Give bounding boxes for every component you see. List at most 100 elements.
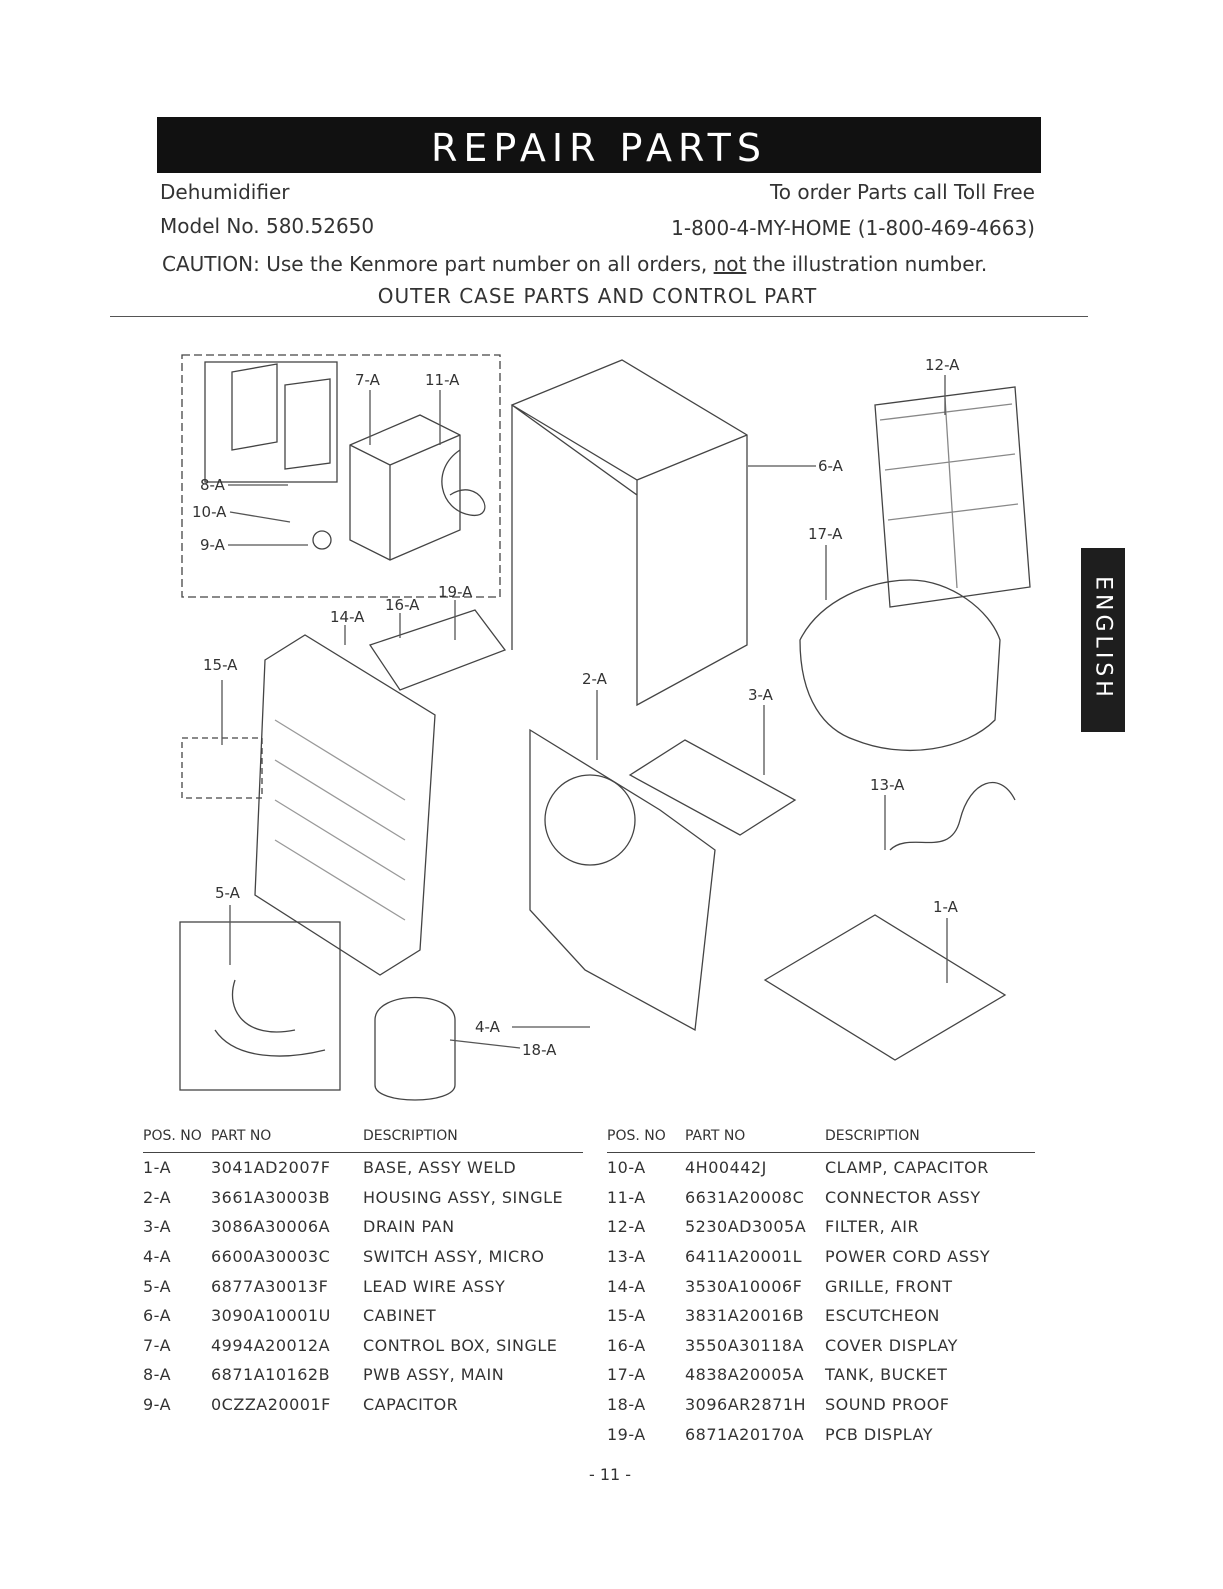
table-row: 11-A 6631A20008C CONNECTOR ASSY <box>607 1183 1035 1213</box>
part-cell: 6877A30013F <box>211 1276 329 1296</box>
capacitor-drawing <box>312 530 332 550</box>
table-row: 19-A 6871A20170A PCB DISPLAY <box>607 1419 1035 1449</box>
table-row: 12-A 5230AD3005A FILTER, AIR <box>607 1212 1035 1242</box>
order-line-2: 1-800-4-MY-HOME (1-800-469-4663) <box>671 216 1035 240</box>
tank-bucket-drawing <box>799 579 1001 751</box>
pos-cell: 9-A <box>143 1395 172 1415</box>
desc-cell: PWB ASSY, MAIN <box>363 1365 505 1385</box>
control-box-drawing <box>349 414 461 561</box>
pos-cell: 19-A <box>607 1424 646 1444</box>
table-row: 10-A 4H00442J CLAMP, CAPACITOR <box>607 1153 1035 1183</box>
header-rule <box>110 316 1088 317</box>
callout-15-a: 15-A <box>203 656 238 674</box>
pos-cell: 8-A <box>143 1365 172 1385</box>
power-cord-drawing <box>889 782 1016 851</box>
callout-11-a: 11-A <box>425 371 460 389</box>
pos-cell: 12-A <box>607 1217 646 1237</box>
desc-cell: LEAD WIRE ASSY <box>363 1276 506 1296</box>
part-cell: 3041AD2007F <box>211 1158 331 1178</box>
part-cell: 3831A20016B <box>685 1306 805 1326</box>
base-drawing <box>763 914 1007 1061</box>
pos-cell: 18-A <box>607 1395 646 1415</box>
callout-17-a: 17-A <box>808 525 843 543</box>
parts-table-left: POS. NO PART NO DESCRIPTION 1-A 3041AD200… <box>143 1128 583 1419</box>
pos-cell: 13-A <box>607 1247 646 1267</box>
page-title: REPAIR PARTS <box>430 126 768 170</box>
cabinet-drawing <box>510 359 748 707</box>
air-filter-drawing <box>874 386 1031 608</box>
pos-cell: 10-A <box>607 1158 646 1178</box>
callout-13-a: 13-A <box>870 776 905 794</box>
section-title: OUTER CASE PARTS AND CONTROL PART <box>377 284 818 308</box>
pos-cell: 11-A <box>607 1187 646 1207</box>
desc-cell: CONNECTOR ASSY <box>825 1187 981 1207</box>
pos-cell: 1-A <box>143 1158 172 1178</box>
part-cell: 3086A30006A <box>211 1217 331 1237</box>
desc-cell: BASE, ASSY WELD <box>363 1158 517 1178</box>
desc-cell: PCB DISPLAY <box>825 1424 933 1444</box>
part-cell: 6631A20008C <box>685 1187 805 1207</box>
part-cell: 6600A30003C <box>211 1247 331 1267</box>
callout-5-a: 5-A <box>215 884 241 902</box>
part-cell: 4H00442J <box>685 1158 767 1178</box>
part-cell: 0CZZA20001F <box>211 1395 331 1415</box>
pos-cell: 3-A <box>143 1217 172 1237</box>
col-header-desc: DESCRIPTION <box>363 1128 583 1153</box>
lead-wire-drawing <box>214 979 326 1057</box>
sound-proof-drawing <box>374 996 456 1101</box>
lead-wire-inset <box>179 921 341 1091</box>
housing-drawing <box>529 728 716 1032</box>
desc-cell: GRILLE, FRONT <box>825 1276 953 1296</box>
pos-cell: 7-A <box>143 1335 172 1355</box>
part-cell: 4994A20012A <box>211 1335 331 1355</box>
desc-cell: COVER DISPLAY <box>825 1335 958 1355</box>
table-row: 7-A 4994A20012A CONTROL BOX, SINGLE <box>143 1331 583 1361</box>
pos-cell: 15-A <box>607 1306 646 1326</box>
part-cell: 5230AD3005A <box>685 1217 807 1237</box>
col-header-pos: POS. NO <box>143 1128 211 1153</box>
pos-cell: 2-A <box>143 1187 172 1207</box>
callout-12-a: 12-A <box>925 356 960 374</box>
callout-6-a: 6-A <box>818 457 844 475</box>
caution-note: CAUTION: Use the Kenmore part number on … <box>162 252 987 276</box>
desc-cell: FILTER, AIR <box>825 1217 920 1237</box>
desc-cell: CONTROL BOX, SINGLE <box>363 1335 558 1355</box>
drain-pan-drawing <box>628 739 797 836</box>
col-header-part: PART NO <box>211 1128 363 1153</box>
pwb-inset <box>204 361 338 483</box>
pos-cell: 4-A <box>143 1247 172 1267</box>
caution-text-b: the illustration number. <box>746 252 988 276</box>
desc-cell: SOUND PROOF <box>825 1395 950 1415</box>
part-cell: 4838A20005A <box>685 1365 805 1385</box>
callout-19-a: 19-A <box>438 583 473 601</box>
part-cell: 6871A20170A <box>685 1424 805 1444</box>
callout-7-a: 7-A <box>355 371 381 389</box>
callout-18-a: 18-A <box>522 1041 557 1059</box>
fan-drawing <box>544 774 636 866</box>
part-cell: 3096AR2871H <box>685 1395 807 1415</box>
exploded-parts-diagram: 7-A 11-A 8-A 10-A 9-A 12-A 6-A 17-A 14-A… <box>179 354 1031 1101</box>
table-row: 8-A 6871A10162B PWB ASSY, MAIN <box>143 1360 583 1390</box>
desc-cell: CABINET <box>363 1306 437 1326</box>
table-row: 9-A 0CZZA20001F CAPACITOR <box>143 1390 583 1420</box>
part-cell: 3530A10006F <box>685 1276 803 1296</box>
page-title-banner: REPAIR PARTS <box>157 117 1041 173</box>
desc-cell: TANK, BUCKET <box>825 1365 948 1385</box>
part-cell: 3550A30118A <box>685 1335 805 1355</box>
language-tab: ENGLISH <box>1081 548 1125 732</box>
part-cell: 6871A10162B <box>211 1365 331 1385</box>
desc-cell: CAPACITOR <box>363 1395 459 1415</box>
caution-emphasis: not <box>713 252 747 276</box>
col-header-pos: POS. NO <box>607 1128 685 1153</box>
part-cell: 3090A10001U <box>211 1306 331 1326</box>
desc-cell: POWER CORD ASSY <box>825 1247 991 1267</box>
desc-cell: CLAMP, CAPACITOR <box>825 1158 989 1178</box>
